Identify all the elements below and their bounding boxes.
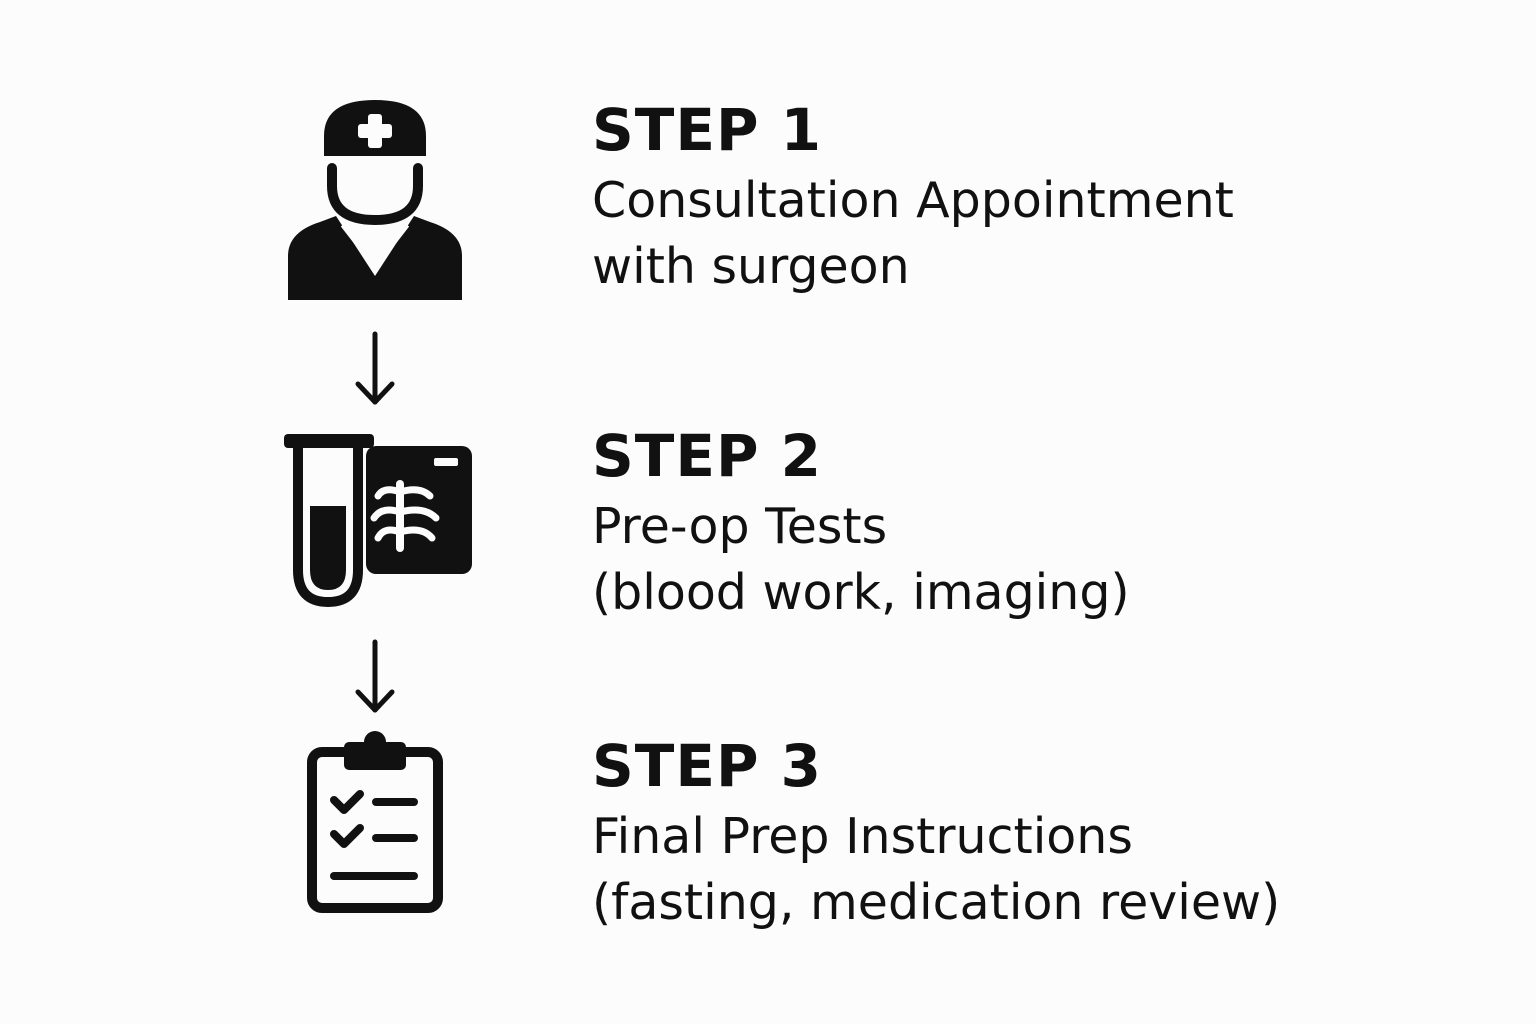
- step-description-line: Pre-op Tests: [592, 498, 888, 555]
- step-description-line: Final Prep Instructions: [592, 808, 1133, 865]
- step-description: Pre-op Tests (blood work, imaging): [592, 494, 1492, 626]
- step-1: STEP 1 Consultation Appointment with sur…: [592, 98, 1492, 300]
- step-description-line: (blood work, imaging): [592, 564, 1130, 621]
- step-2: STEP 2 Pre-op Tests (blood work, imaging…: [592, 424, 1492, 626]
- step-title: STEP 2: [592, 422, 823, 490]
- step-description-line: Consultation Appointment: [592, 172, 1234, 229]
- step-description: Final Prep Instructions (fasting, medica…: [592, 804, 1492, 936]
- arrow-down-icon: [352, 638, 398, 722]
- arrow-down-icon: [352, 330, 398, 414]
- clipboard-checklist-icon: [300, 730, 450, 920]
- step-description: Consultation Appointment with surgeon: [592, 168, 1492, 300]
- step-title: STEP 3: [592, 732, 823, 800]
- surgeon-icon: [280, 96, 470, 306]
- step-description-line: with surgeon: [592, 238, 910, 295]
- step-3: STEP 3 Final Prep Instructions (fasting,…: [592, 734, 1492, 936]
- step-description-line: (fasting, medication review): [592, 874, 1281, 931]
- step-title: STEP 1: [592, 96, 823, 164]
- test-tube-xray-icon: [280, 430, 480, 615]
